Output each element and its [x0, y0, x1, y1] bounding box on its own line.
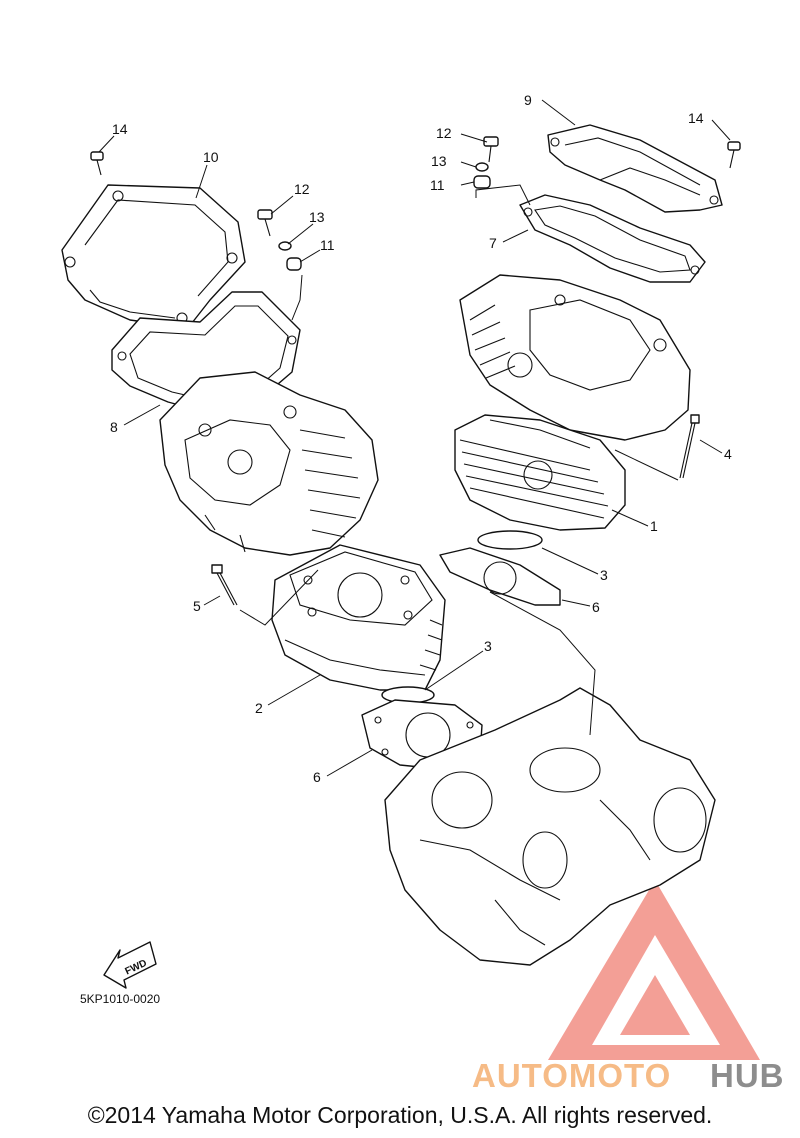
callout-13-left: 13	[309, 209, 325, 225]
callout-6-front: 6	[592, 599, 600, 615]
callout-3-rear: 3	[484, 638, 492, 654]
head-cover-gasket-front	[519, 194, 706, 283]
cylinder-gasket-front	[439, 547, 561, 606]
callout-5: 5	[193, 598, 201, 614]
callout-11-right: 11	[430, 177, 445, 193]
callout-14-left: 14	[112, 121, 128, 137]
callout-14-right: 14	[688, 110, 704, 126]
alignment-lines	[239, 184, 679, 736]
bolt-12-right	[483, 136, 499, 163]
cylinder-head-front	[459, 274, 691, 441]
callout-4: 4	[724, 446, 732, 462]
head-cover-rear	[61, 184, 246, 329]
callout-6-rear: 6	[313, 769, 321, 785]
cylinder-rear	[271, 544, 446, 691]
o-ring-front	[477, 530, 543, 550]
stud-bolt-4	[679, 414, 700, 479]
callout-leaders	[98, 99, 731, 777]
watermark-text-part2: HUB	[710, 1057, 785, 1094]
bolt-14-left	[90, 151, 104, 176]
grommet-11-right	[473, 175, 491, 189]
diagram-code: 5KP1010-0020	[80, 992, 160, 1006]
watermark-text: AUTOMOTO HUB	[472, 1057, 785, 1094]
head-cover-front	[547, 124, 723, 213]
callout-10: 10	[203, 149, 219, 165]
cylinder-head-rear	[159, 371, 379, 556]
cylinder-front	[454, 414, 626, 531]
forward-arrow: FWD	[103, 941, 157, 989]
crankcase	[384, 687, 716, 966]
callout-12-left: 12	[294, 181, 310, 197]
callout-1: 1	[650, 518, 658, 534]
bolt-12-left	[257, 209, 273, 237]
washer-13-right	[475, 162, 489, 172]
callout-12-right: 12	[436, 125, 452, 141]
callout-8: 8	[110, 419, 118, 435]
copyright-notice: ©2014 Yamaha Motor Corporation, U.S.A. A…	[87, 1102, 713, 1128]
callout-13-right: 13	[431, 153, 447, 169]
watermark-logo	[548, 880, 760, 1060]
stud-bolt-5	[211, 564, 238, 606]
callout-labels: 14 10 12 13 11 8 5 2 3 6 9 12 13 11 7 14…	[110, 92, 732, 785]
watermark-text-part1: AUTOMOTO	[472, 1057, 671, 1094]
bolt-14-right	[727, 141, 741, 169]
callout-3-front: 3	[600, 567, 608, 583]
grommet-11-left	[286, 257, 302, 271]
callout-9: 9	[524, 92, 532, 108]
callout-11-left: 11	[320, 237, 335, 253]
callout-7: 7	[489, 235, 497, 251]
callout-2: 2	[255, 700, 263, 716]
